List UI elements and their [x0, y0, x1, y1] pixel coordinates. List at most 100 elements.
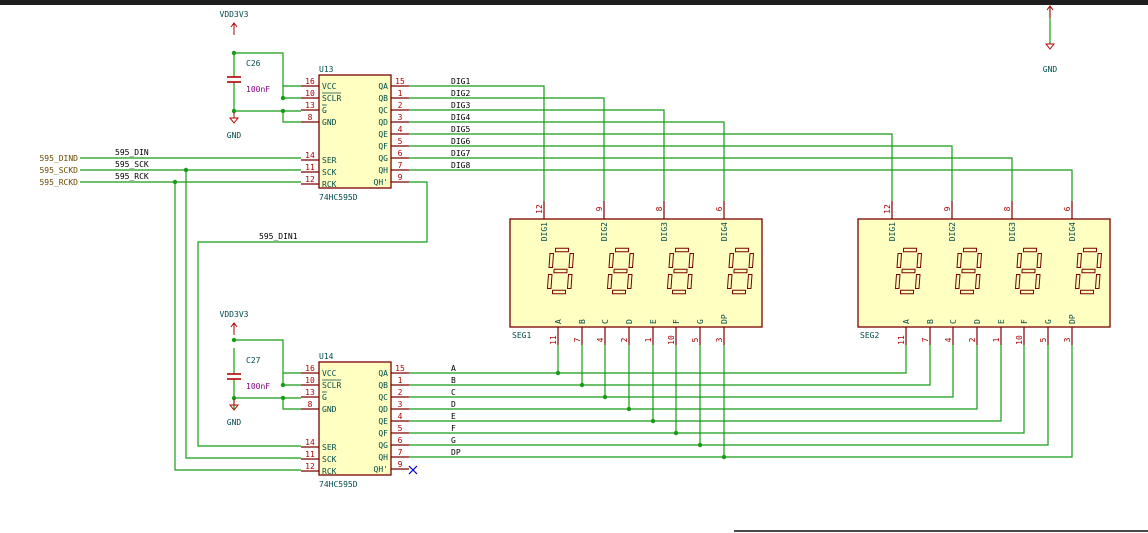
gnd-label: GND [227, 418, 242, 427]
digit-segment [1081, 268, 1096, 274]
net-label: D [451, 400, 456, 409]
digit-segment [688, 253, 695, 268]
ic-pin-number: 4 [398, 125, 403, 134]
display-body [857, 218, 1111, 328]
vdd-label: VDD3V3 [220, 10, 249, 19]
ic-pin-name: G [322, 393, 327, 402]
ic-pin-number: 11 [305, 163, 315, 172]
digit-wire [409, 133, 893, 201]
display-pin-number: 9 [943, 206, 952, 211]
digit-segment [746, 274, 753, 289]
ic-pin-name: QG [378, 154, 388, 163]
display-pin-number: 6 [715, 206, 724, 211]
ic-pin-name: QB [378, 94, 388, 103]
display-pin-number: 2 [968, 337, 977, 342]
ic-pin-name: SCLR [322, 94, 341, 103]
digit-segment [914, 274, 921, 289]
net-label: DIG3 [451, 101, 470, 110]
digit-segment [606, 274, 613, 289]
ic-pin-number: 6 [398, 149, 403, 158]
ic-pin-number: 1 [398, 376, 403, 385]
net-label: DIG1 [451, 77, 470, 86]
junction-dot [626, 406, 632, 412]
global-label: 595_DIND [39, 154, 78, 163]
digit-segment [1076, 253, 1083, 268]
ic-pin-name: QA [378, 82, 388, 91]
digit-segment [901, 268, 916, 274]
din1-wire [197, 181, 428, 447]
display-pin-number: 6 [1063, 206, 1072, 211]
global-label: 595_SCKD [39, 166, 78, 175]
display-pin-name: DIG2 [600, 222, 609, 241]
display-ref: SEG1 [512, 331, 531, 340]
display-pin-name: E [649, 319, 658, 324]
digit-segment [896, 253, 903, 268]
junction-dot [697, 442, 703, 448]
ic-pin-number: 1 [398, 89, 403, 98]
digit-segment [546, 274, 553, 289]
ic-pin-number: 12 [305, 462, 315, 471]
junction-dot [673, 430, 679, 436]
display-pin-name: B [578, 319, 587, 324]
display-pin-number: 8 [1003, 206, 1012, 211]
digit-segment [1014, 274, 1021, 289]
junction-dot [602, 394, 608, 400]
digit-segment [1016, 253, 1023, 268]
ic-ref: U14 [319, 352, 334, 361]
ic-pin-name: VCC [322, 369, 337, 378]
display-pin-number: 11 [897, 335, 906, 345]
capacitor-ref: C26 [246, 59, 261, 68]
ic-pin-number: 7 [398, 448, 403, 457]
net-label: DIG8 [451, 161, 470, 170]
junction-dot [579, 382, 585, 388]
ic-pin-name: SER [322, 156, 337, 165]
digit-segment [626, 274, 633, 289]
display-pin-number: 7 [921, 337, 930, 342]
gnd-triangle [228, 404, 240, 411]
digit-segment [1021, 268, 1036, 274]
gnd-wire [234, 110, 301, 123]
digit-segment [553, 268, 568, 274]
display-pin-number: 7 [573, 337, 582, 342]
display-ref: SEG2 [860, 331, 879, 340]
ic-pin-name: QC [378, 393, 388, 402]
display-pin-name: G [696, 319, 705, 324]
digit-segment [611, 289, 627, 295]
digit-segment [674, 247, 690, 253]
display-pin-name: DIG3 [660, 222, 669, 241]
digit-segment [956, 253, 963, 268]
display-pin-number: 10 [1015, 335, 1024, 345]
digit-segment [748, 253, 755, 268]
ic-pin-name: QH [378, 453, 388, 462]
display-pin-name: DP [720, 314, 729, 324]
ic-pin-number: 16 [305, 364, 315, 373]
digit-wire [409, 145, 953, 201]
junction-dot [280, 108, 286, 114]
ic-pin-number: 10 [305, 89, 315, 98]
capacitor-value: 100nF [246, 85, 270, 94]
digit-segment [673, 268, 688, 274]
display-pin-number: 12 [535, 204, 544, 214]
ic-pin-number: 14 [305, 151, 315, 160]
ic-pin-number: 2 [398, 388, 403, 397]
display-pin-number: 4 [596, 337, 605, 342]
digit-segment [1096, 253, 1103, 268]
ic-pin-name: GND [322, 405, 337, 414]
display-pin-name: A [902, 319, 911, 324]
digit-segment [726, 274, 733, 289]
ic-pin-name: SCK [322, 168, 337, 177]
junction-dot [721, 454, 727, 460]
digit-segment [894, 274, 901, 289]
segment-wire [409, 345, 1025, 434]
ic-pin-number: 4 [398, 412, 403, 421]
display-pin-name: C [949, 319, 958, 324]
digit-segment [1079, 289, 1095, 295]
wires [80, 8, 1073, 471]
gnd-label: GND [227, 131, 242, 140]
vdd-label: VDD3V3 [1036, 0, 1065, 2]
gnd-triangle [1044, 43, 1056, 50]
net-label: E [451, 412, 456, 421]
display-pin-name: DIG2 [948, 222, 957, 241]
display-pin-number: 5 [1039, 337, 1048, 342]
